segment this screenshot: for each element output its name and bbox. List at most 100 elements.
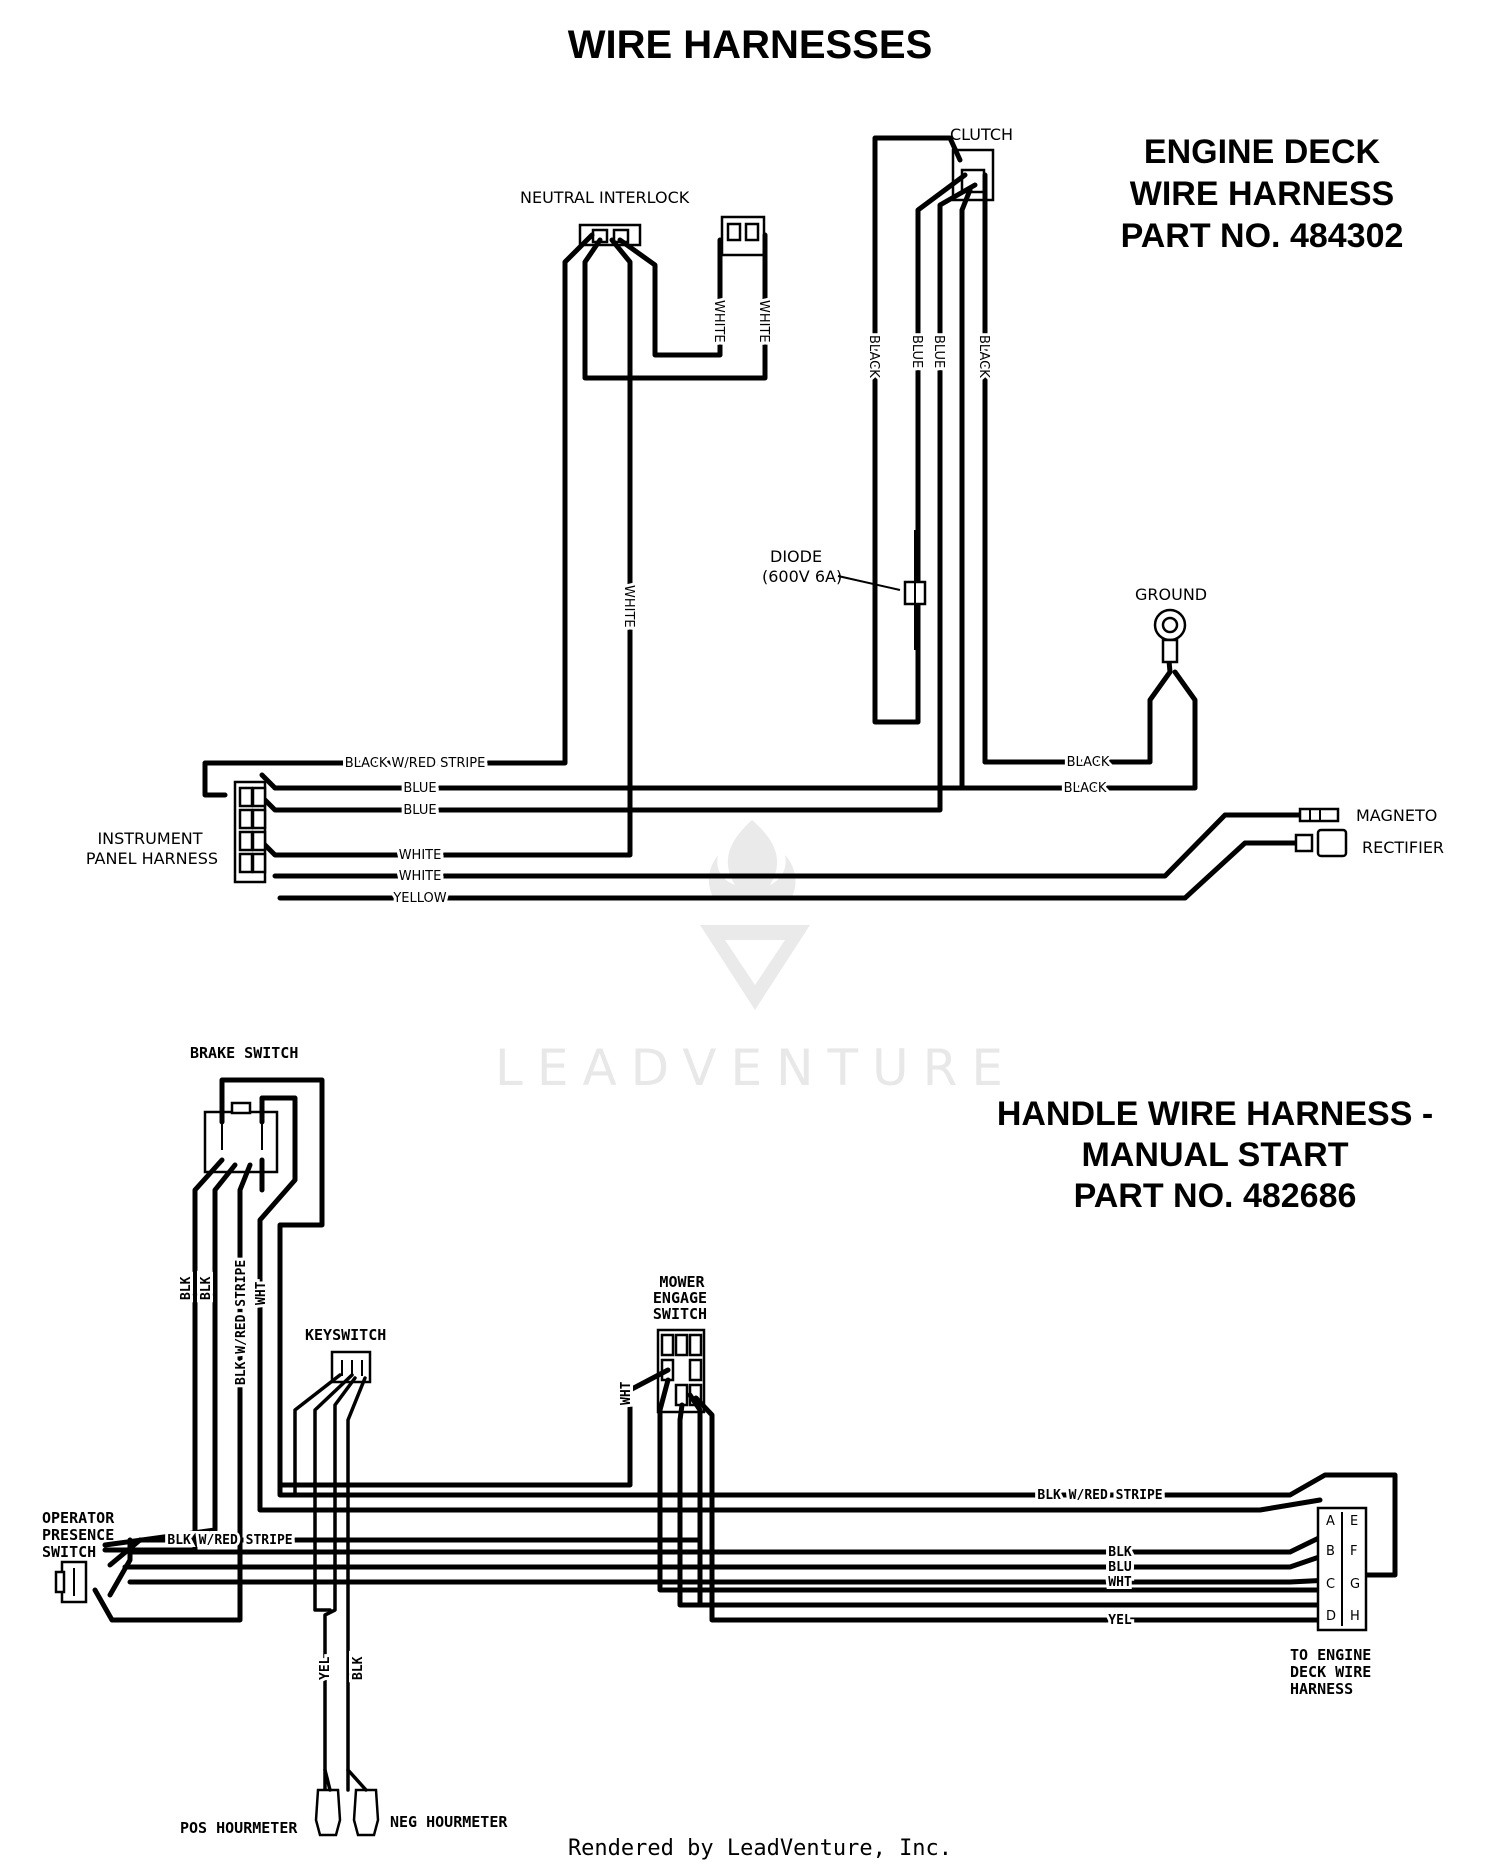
wire-label-yel-hour: YEL	[318, 1656, 333, 1680]
pin-c: C	[1326, 1577, 1335, 1592]
watermark-v-icon	[700, 925, 810, 1010]
rectifier-terminal-icon	[1294, 828, 1348, 858]
watermark-flame-icon	[708, 820, 796, 900]
wire-brake-loop-inner	[257, 1095, 1323, 1513]
neutral-interlock-label: NEUTRAL INTERLOCK	[520, 188, 690, 207]
handle-title: HANDLE WIRE HARNESS - MANUAL START PART …	[997, 1095, 1433, 1215]
ground-label: GROUND	[1135, 585, 1207, 604]
wire-label-blue-1: BLUE	[403, 781, 436, 796]
wire-label-blk-hour: BLK	[351, 1656, 366, 1680]
wire-black-ground-2	[272, 669, 1198, 791]
neg-hourmeter-label: NEG HOURMETER	[390, 1813, 508, 1831]
wire-label-blk-red-stripe-op: BLK W/RED STRIPE	[167, 1533, 292, 1548]
wire-label-clutch-black-right: BLACK	[976, 335, 991, 378]
wire-black-red-stripe	[202, 232, 595, 798]
engine-deck-title-line-2: WIRE HARNESS	[1130, 175, 1394, 213]
diode-label-line-2: (600V 6A)	[762, 567, 842, 586]
magneto-terminal-icon	[1298, 807, 1340, 823]
handle-title-line-3: PART NO. 482686	[1074, 1177, 1357, 1215]
wire-clutch-black-right	[982, 172, 1078, 765]
magneto-label: MAGNETO	[1356, 806, 1437, 825]
mower-engage-label-line-1: MOWER	[659, 1273, 705, 1291]
wire-label-black-ground-1: BLACK	[1067, 755, 1110, 770]
mower-engage-label-line-2: ENGAGE	[653, 1289, 707, 1307]
engine-deck-harness: ENGINE DECK WIRE HARNESS PART NO. 484302…	[86, 125, 1444, 909]
wire-mower-yel	[693, 1395, 1323, 1623]
wire-yellow-rectifier	[277, 840, 1298, 901]
wire-label-wht-h: WHT	[1108, 1575, 1132, 1590]
diode-leader	[837, 575, 901, 591]
keyswitch-label: KEYSWITCH	[305, 1326, 386, 1344]
wire-label-wht-vertical: WHT	[254, 1281, 269, 1305]
wire-black-ground-1	[982, 647, 1173, 765]
pin-e: E	[1350, 1514, 1358, 1529]
mower-engage-label-line-3: SWITCH	[653, 1305, 707, 1323]
wire-white-magneto	[272, 812, 1333, 879]
wire-white-interlock-a	[617, 237, 723, 358]
watermark: LEADVENTURE	[495, 820, 1017, 1097]
pin-d: D	[1326, 1609, 1336, 1624]
brake-switch-label: BRAKE SWITCH	[190, 1044, 298, 1062]
wire-blk-1	[102, 1157, 225, 1553]
neg-hourmeter-terminal-icon	[346, 1768, 380, 1837]
wire-label-wht-mower: WHT	[619, 1381, 634, 1405]
wire-mower-blu	[677, 1402, 1333, 1608]
wire-label-yel-h: YEL	[1108, 1613, 1132, 1628]
rectifier-label: RECTIFIER	[1362, 838, 1444, 857]
wire-label-blk-red-stripe-vertical: BLK W/RED STRIPE	[234, 1260, 249, 1385]
to-engine-deck-label-line-1: TO ENGINE	[1290, 1646, 1371, 1664]
wire-label-white-long: WHITE	[621, 585, 636, 628]
wire-blk-h	[127, 1532, 1328, 1555]
wire-op-loop	[92, 1537, 243, 1623]
instrument-panel-connector	[233, 780, 267, 884]
wire-label-yellow: YELLOW	[392, 891, 446, 906]
pos-hourmeter-label: POS HOURMETER	[180, 1819, 298, 1837]
wire-label-blk-red-stripe-main: BLK W/RED STRIPE	[1037, 1488, 1162, 1503]
wire-keyswitch-blk	[346, 1376, 367, 1792]
instrument-panel-label-line-2: PANEL HARNESS	[86, 849, 218, 868]
wire-label-blue-2: BLUE	[403, 803, 436, 818]
watermark-text: LEADVENTURE	[495, 1039, 1017, 1097]
brake-switch	[203, 1101, 279, 1174]
wire-label-black-red-stripe: BLACK W/RED STRIPE	[345, 756, 486, 771]
wire-blk-red-stripe-vertical	[237, 1162, 253, 1553]
wire-label-black-ground-2: BLACK	[1064, 781, 1107, 796]
operator-presence-switch	[54, 1560, 88, 1604]
pin-a: A	[1326, 1514, 1335, 1529]
wire-clutch-black-left	[872, 135, 968, 725]
to-engine-deck-label-line-2: DECK WIRE	[1290, 1663, 1371, 1681]
footer-credit: Rendered by LeadVenture, Inc.	[568, 1836, 952, 1861]
wire-keyswitch-2	[313, 1373, 354, 1612]
wire-white-long	[257, 237, 633, 858]
engine-deck-title-line-1: ENGINE DECK	[1144, 133, 1381, 171]
to-engine-deck-connector	[1316, 1506, 1368, 1632]
wire-blk-red-stripe-op	[107, 1537, 703, 1568]
wire-white-interlock-b	[582, 232, 768, 381]
wire-label-clutch-blue-1: BLUE	[909, 335, 924, 368]
wire-label-blu-h: BLU	[1108, 1560, 1132, 1575]
operator-presence-label-line-2: PRESENCE	[42, 1526, 114, 1544]
pin-b: B	[1326, 1544, 1335, 1559]
wire-mower-blk	[657, 1377, 1328, 1593]
pin-g: G	[1350, 1577, 1360, 1592]
wire-clutch-blue-2	[259, 182, 978, 813]
engine-deck-title: ENGINE DECK WIRE HARNESS PART NO. 484302	[1121, 133, 1404, 255]
wire-label-blk-h: BLK	[1108, 1545, 1132, 1560]
interlock-switch-connector	[720, 215, 766, 257]
instrument-panel-label-line-1: INSTRUMENT	[97, 829, 202, 848]
wire-keyswitch-1	[293, 1373, 342, 1497]
neutral-interlock-connector	[578, 223, 642, 247]
handle-harness: HANDLE WIRE HARNESS - MANUAL START PART …	[42, 1044, 1433, 1837]
wire-wht-mower	[277, 1367, 671, 1488]
wire-keyswitch-yel	[323, 1376, 357, 1792]
operator-presence-label-line-3: SWITCH	[42, 1543, 96, 1561]
wire-wht-h	[127, 1577, 1333, 1585]
wire-label-white-2: WHITE	[399, 869, 442, 884]
handle-title-line-2: MANUAL START	[1082, 1136, 1349, 1174]
clutch-label: CLUTCH	[950, 125, 1013, 144]
wire-label-clutch-black-left: BLACK	[866, 335, 881, 378]
wire-label-blk-2: BLK	[199, 1276, 214, 1300]
pos-hourmeter-terminal-icon	[314, 1768, 342, 1837]
wire-brake-loop-outer	[219, 1077, 1398, 1578]
